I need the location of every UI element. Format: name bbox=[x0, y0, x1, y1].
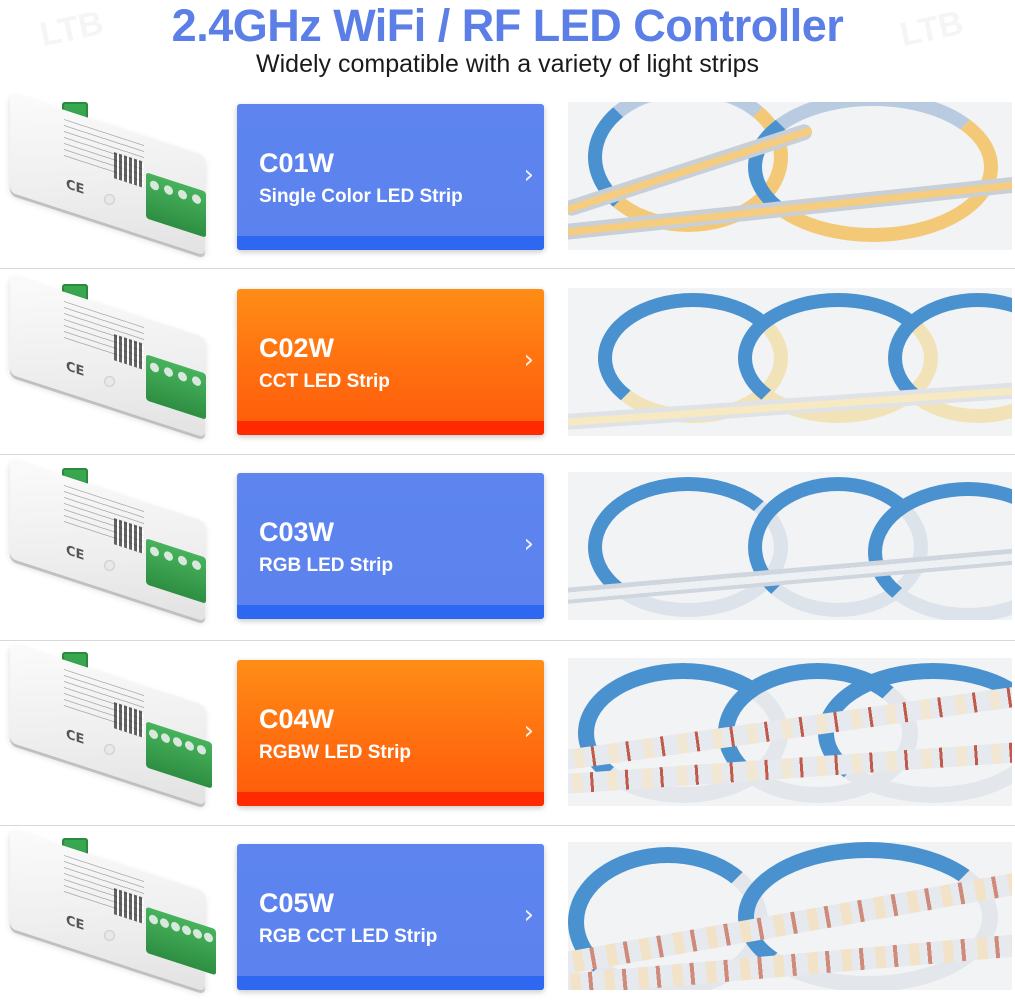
rgb-strip-photo bbox=[568, 472, 1012, 620]
card-accent-bar bbox=[237, 421, 544, 435]
model-name: C01W bbox=[259, 148, 335, 178]
set-button-icon bbox=[104, 194, 115, 205]
model-name: C05W bbox=[259, 888, 335, 918]
chevron-right-icon: › bbox=[523, 900, 534, 930]
device-body bbox=[10, 828, 205, 992]
device-body bbox=[10, 458, 205, 622]
product-row-c05w: CE C05W RGB CCT LED Strip › bbox=[0, 828, 1015, 1008]
controller-device-image: CE bbox=[4, 274, 214, 444]
row-divider bbox=[0, 454, 1015, 455]
model-description: RGBW LED Strip bbox=[259, 742, 411, 763]
set-button-icon bbox=[104, 744, 115, 755]
controller-device-image: CE bbox=[4, 92, 214, 262]
page-subtitle: Widely compatible with a variety of ligh… bbox=[256, 50, 759, 78]
header: LTB LTB 2.4GHz WiFi / RF LED Controller … bbox=[0, 0, 1015, 92]
model-description: CCT LED Strip bbox=[259, 371, 390, 392]
product-row-c04w: CE C04W RGBW LED Strip › bbox=[0, 642, 1015, 822]
model-card-c02w[interactable]: C02W CCT LED Strip › bbox=[237, 289, 544, 435]
device-body bbox=[10, 92, 205, 256]
chevron-right-icon: › bbox=[523, 345, 534, 375]
row-divider bbox=[0, 640, 1015, 641]
device-body bbox=[10, 642, 205, 806]
product-row-c01w: CE C01W Single Color LED Strip › bbox=[0, 92, 1015, 268]
model-name: C04W bbox=[259, 704, 335, 734]
chevron-right-icon: › bbox=[523, 160, 534, 190]
model-card-c03w[interactable]: C03W RGB LED Strip › bbox=[237, 473, 544, 619]
controller-device-image: CE bbox=[4, 458, 214, 628]
card-accent-bar bbox=[237, 605, 544, 619]
model-description: RGB CCT LED Strip bbox=[259, 926, 438, 947]
strip-loop bbox=[748, 102, 998, 242]
model-description: Single Color LED Strip bbox=[259, 186, 463, 207]
set-button-icon bbox=[104, 560, 115, 571]
device-body bbox=[10, 274, 205, 438]
model-name: C03W bbox=[259, 517, 335, 547]
chevron-right-icon: › bbox=[523, 529, 534, 559]
card-accent-bar bbox=[237, 976, 544, 990]
card-accent-bar bbox=[237, 792, 544, 806]
model-card-c04w[interactable]: C04W RGBW LED Strip › bbox=[237, 660, 544, 806]
row-divider bbox=[0, 825, 1015, 826]
set-button-icon bbox=[104, 376, 115, 387]
row-divider bbox=[0, 268, 1015, 269]
model-description: RGB LED Strip bbox=[259, 555, 394, 576]
model-name: C02W bbox=[259, 333, 335, 363]
rgbcct-strip-photo bbox=[568, 842, 1012, 990]
product-row-c02w: CE C02W CCT LED Strip › bbox=[0, 274, 1015, 452]
model-card-c05w[interactable]: C05W RGB CCT LED Strip › bbox=[237, 844, 544, 990]
chevron-right-icon: › bbox=[523, 716, 534, 746]
model-card-c01w[interactable]: C01W Single Color LED Strip › bbox=[237, 104, 544, 250]
controller-device-image: CE bbox=[4, 642, 214, 812]
controller-device-image: CE bbox=[4, 828, 216, 998]
set-button-icon bbox=[104, 930, 115, 941]
card-accent-bar bbox=[237, 236, 544, 250]
cct-strip-photo bbox=[568, 288, 1012, 436]
product-row-c03w: CE C03W RGB LED Strip › bbox=[0, 458, 1015, 638]
single-color-strip-photo bbox=[568, 102, 1012, 250]
rgbw-strip-photo bbox=[568, 658, 1012, 806]
page-title: 2.4GHz WiFi / RF LED Controller bbox=[171, 0, 844, 51]
